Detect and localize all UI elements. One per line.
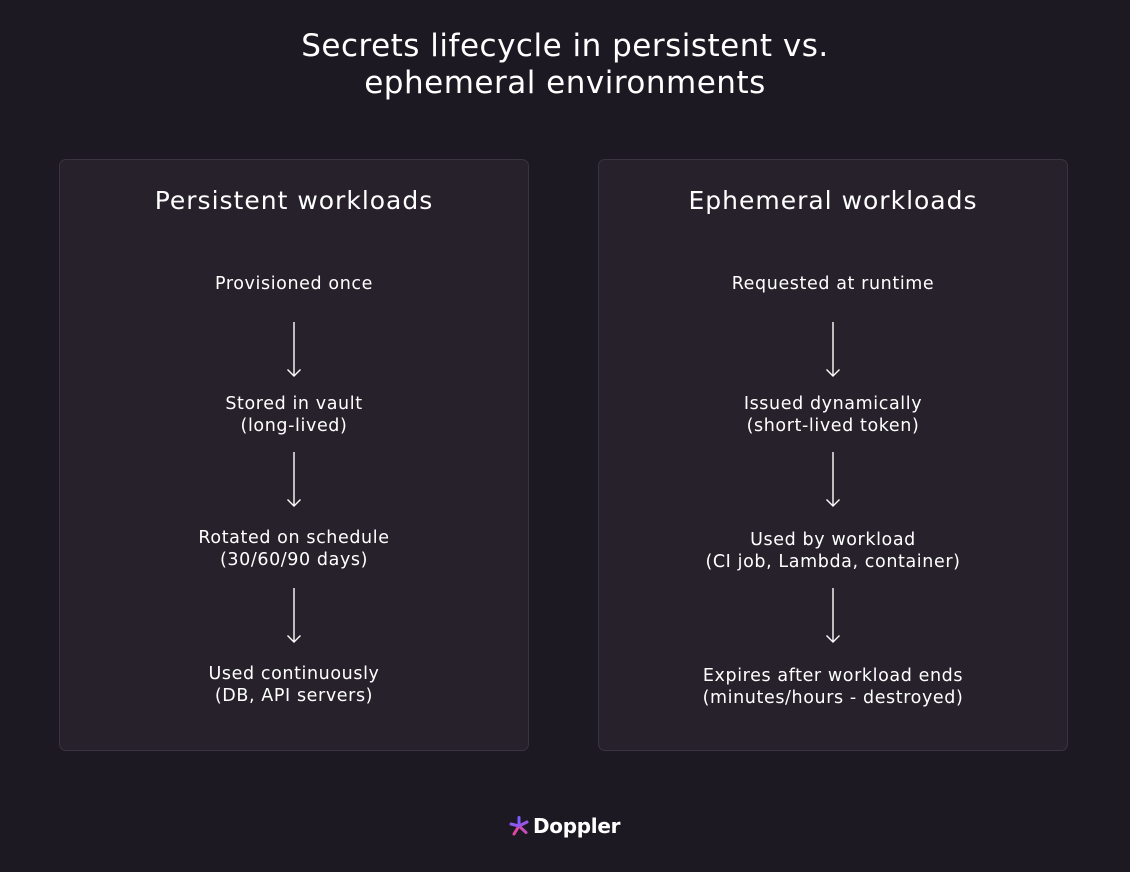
title-line-2: ephemeral environments (364, 65, 766, 101)
persistent-heading: Persistent workloads (154, 186, 434, 215)
ephemeral-heading: Ephemeral workloads (688, 186, 978, 215)
ephemeral-panel: Ephemeral workloads Requested at runtime… (598, 159, 1068, 751)
diagram-title: Secrets lifecycle in persistent vs. ephe… (0, 28, 1130, 102)
step-label: Expires after workload ends (702, 666, 964, 686)
ephemeral-step-issued: Issued dynamically (short-lived token) (599, 393, 1067, 437)
persistent-panel: Persistent workloads Provisioned once St… (59, 159, 529, 751)
step-label: Used by workload (750, 530, 916, 550)
step-detail: (minutes/hours - destroyed) (702, 688, 964, 708)
brand-name: Doppler (533, 814, 621, 838)
down-arrow-icon (826, 588, 840, 643)
title-line-1: Secrets lifecycle in persistent vs. (301, 28, 829, 64)
step-detail: (DB, API servers) (214, 686, 374, 706)
down-arrow-icon (826, 322, 840, 377)
persistent-step-stored: Stored in vault (long-lived) (60, 393, 528, 437)
down-arrow-icon (287, 322, 301, 377)
persistent-step-used: Used continuously (DB, API servers) (60, 663, 528, 707)
step-label: Stored in vault (225, 394, 363, 414)
down-arrow-icon (287, 452, 301, 507)
step-detail: (CI job, Lambda, container) (705, 552, 961, 572)
down-arrow-icon (287, 588, 301, 643)
step-label: Rotated on schedule (198, 528, 390, 548)
step-label: Issued dynamically (743, 394, 923, 414)
persistent-step-rotated: Rotated on schedule (30/60/90 days) (60, 527, 528, 571)
step-detail: (long-lived) (240, 416, 348, 436)
doppler-logo: Doppler (508, 812, 620, 840)
doppler-logo-icon (509, 816, 529, 836)
down-arrow-icon (826, 452, 840, 507)
step-detail: (short-lived token) (746, 416, 920, 436)
persistent-step-provisioned: Provisioned once (60, 273, 528, 295)
ephemeral-step-expires: Expires after workload ends (minutes/hou… (599, 665, 1067, 709)
step-detail: (30/60/90 days) (219, 550, 369, 570)
step-label: Requested at runtime (731, 274, 935, 294)
step-label: Used continuously (208, 664, 380, 684)
ephemeral-step-used: Used by workload (CI job, Lambda, contai… (599, 529, 1067, 573)
step-label: Provisioned once (215, 274, 373, 294)
ephemeral-step-requested: Requested at runtime (599, 273, 1067, 295)
